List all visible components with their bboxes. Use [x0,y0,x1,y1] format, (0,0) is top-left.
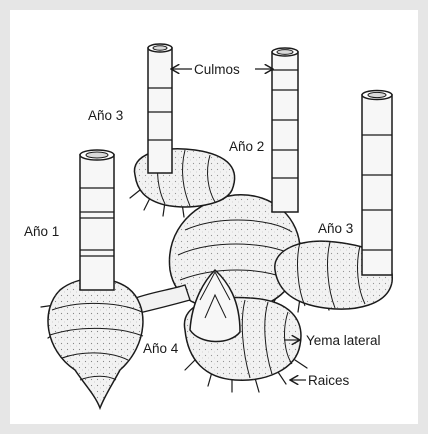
label-ano-3-right: Año 3 [318,221,353,236]
culm-year-2 [272,48,298,212]
culm-year-3-left [148,44,172,173]
label-yema-lateral: Yema lateral [306,333,381,348]
label-ano-4: Año 4 [143,341,179,356]
label-ano-3-left: Año 3 [88,108,123,123]
label-raices: Raices [308,373,350,388]
label-ano-1: Año 1 [24,224,59,239]
label-ano-2: Año 2 [229,139,264,154]
culm-year-3-right [362,91,392,276]
rhizome-year-1 [48,278,143,408]
culm-year-1 [80,150,114,290]
label-culmos: Culmos [194,62,240,77]
